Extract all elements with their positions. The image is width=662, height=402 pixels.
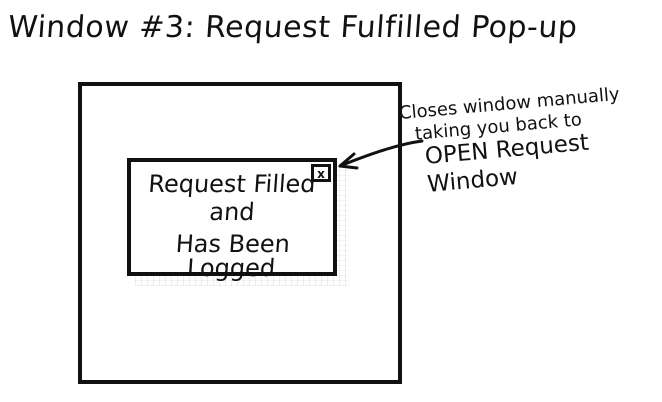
popup-message-line-1: Request Filled: [147, 170, 317, 198]
annotation-note: Closes window manually taking you back t…: [398, 81, 656, 201]
request-fulfilled-popup: x Request Filled and Has Been Logged: [127, 158, 337, 282]
close-button[interactable]: x: [311, 164, 331, 182]
annotation-arrow: [338, 139, 424, 170]
popup-message-line-3: Has Been Logged: [174, 230, 291, 282]
close-icon: x: [317, 167, 325, 181]
page-title: Window #3: Request Fulfilled Pop-up: [6, 10, 579, 45]
popup-message-line-2: and: [208, 198, 256, 226]
